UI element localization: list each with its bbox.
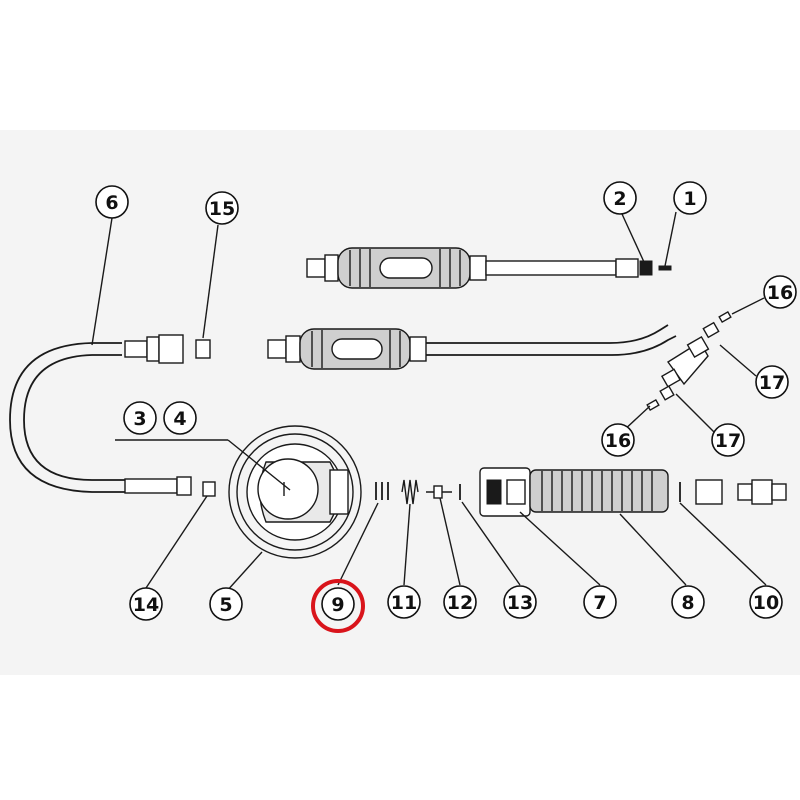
callout-17-upper[interactable]: 17 [755,365,789,399]
svg-text:9: 9 [331,594,344,616]
svg-text:16: 16 [767,282,793,304]
callout-13[interactable]: 13 [503,585,537,619]
callout-1[interactable]: 1 [673,181,707,215]
svg-text:10: 10 [753,592,779,614]
part-1-pin [658,265,672,271]
callouts: 1 2 3 4 5 6 7 8 [95,181,797,633]
callout-16-lower[interactable]: 16 [601,423,635,457]
svg-text:12: 12 [447,592,473,614]
svg-text:5: 5 [219,594,232,616]
callout-11[interactable]: 11 [387,585,421,619]
svg-text:17: 17 [759,372,785,394]
svg-text:11: 11 [391,592,417,614]
callout-9[interactable]: 9 [311,579,365,633]
dual-head-assembly [267,310,732,412]
svg-text:17: 17 [715,430,741,452]
leader-lines [91,211,767,593]
callout-10[interactable]: 10 [749,585,783,619]
callout-3[interactable]: 3 [123,401,157,435]
callout-14[interactable]: 14 [129,587,163,621]
svg-text:6: 6 [105,192,118,214]
svg-text:4: 4 [173,408,186,430]
gauge-assembly [228,425,362,559]
callout-5[interactable]: 5 [209,587,243,621]
callout-12[interactable]: 12 [443,585,477,619]
top-chuck-assembly [306,247,672,289]
hose-assembly [9,334,216,497]
part-8-boot [529,469,669,513]
callout-15[interactable]: 15 [205,191,239,225]
svg-text:2: 2 [613,188,626,210]
svg-text:3: 3 [133,408,146,430]
svg-text:8: 8 [681,592,694,614]
callout-16-upper[interactable]: 16 [763,275,797,309]
callout-17-lower[interactable]: 17 [711,423,745,457]
part-11-spring [401,479,419,505]
callout-2[interactable]: 2 [603,181,637,215]
svg-text:14: 14 [133,594,159,616]
callout-6[interactable]: 6 [95,185,129,219]
svg-text:13: 13 [507,592,533,614]
small-parts [375,479,461,505]
part-12-valve [426,485,452,499]
part-9-orings [375,482,389,500]
body-assembly [479,467,787,517]
brand-label [486,479,502,505]
svg-text:7: 7 [593,592,606,614]
svg-text:1: 1 [683,188,696,210]
part-2-seal [639,260,653,276]
diagram-panel [0,130,800,675]
svg-text:15: 15 [209,198,235,220]
svg-text:16: 16 [605,430,631,452]
callout-7[interactable]: 7 [583,585,617,619]
callout-8[interactable]: 8 [671,585,705,619]
callout-4[interactable]: 4 [163,401,197,435]
callout-9-highlight-ring [311,579,365,633]
